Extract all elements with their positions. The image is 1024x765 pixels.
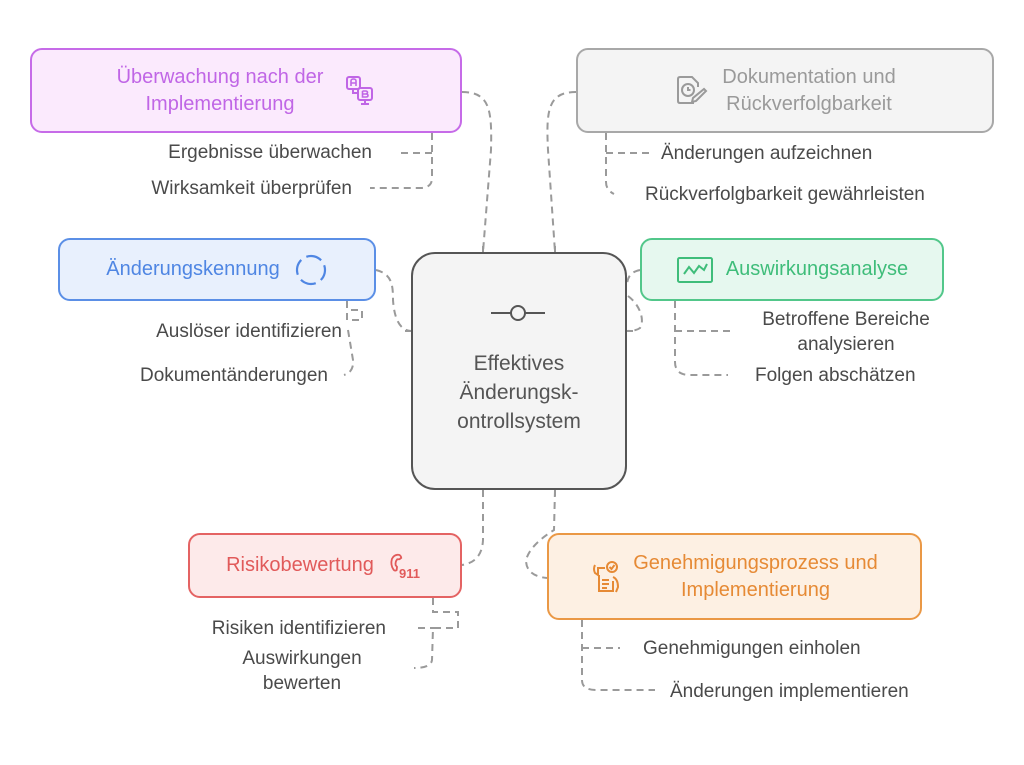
node-approval-implementation[interactable]: Genehmigungsprozess und Implementierung: [547, 533, 922, 620]
node-title: Auswirkungsanalyse: [725, 258, 909, 280]
document-clock-edit-icon: [674, 73, 708, 109]
connector-gray-center: [546, 91, 577, 253]
leaf-item: Genehmigungen einholen: [643, 638, 861, 659]
line-chart-icon: [676, 256, 714, 284]
connector-gray-leaves: [605, 133, 615, 195]
leaf-item: Betroffene Bereiche analysieren: [762, 309, 930, 355]
leaf-item: Ergebnisse überwachen: [168, 142, 372, 163]
leaf-item: Auslöser identifizieren: [156, 321, 342, 342]
node-title: Dokumentation und Rückverfolgbarkeit: [722, 65, 896, 115]
central-title: Effektives Änderungsk- ontrollsystem: [457, 351, 581, 433]
connector-orange-leaves: [581, 620, 655, 691]
connector-center-orange: [524, 489, 556, 579]
leaf-item: Dokumentänderungen: [139, 365, 328, 386]
central-node[interactable]: Effektives Änderungsk- ontrollsystem: [411, 252, 627, 490]
leaf-item: Änderungen aufzeichnen: [661, 143, 873, 164]
node-title: Risikobewertung: [226, 554, 374, 576]
connector-purple-center: [461, 91, 493, 253]
connector-blue-leaves: [343, 301, 363, 376]
ab-test-monitor-icon: [345, 75, 375, 107]
leaf-item: Auswirkungen bewerten: [242, 648, 362, 694]
connector-blue-center: [375, 269, 412, 332]
connector-green-center: [626, 269, 643, 332]
connector-center-red: [461, 490, 484, 566]
node-risk-assessment[interactable]: Risikobewertung 911: [188, 533, 462, 598]
node-title: Änderungskennung: [106, 258, 280, 280]
leaf-item: Änderungen implementieren: [670, 681, 909, 702]
node-post-implementation-monitoring[interactable]: Überwachung nach der Implementierung: [30, 48, 462, 133]
emergency-phone-911-icon: 911: [388, 551, 424, 581]
dashed-circle-icon: [294, 253, 328, 287]
connector-purple-leaves: [370, 133, 433, 189]
approval-checklist-icon: [591, 559, 621, 595]
node-line-icon: [489, 303, 549, 323]
leaf-item: Rückverfolgbarkeit gewährleisten: [645, 184, 925, 205]
connector-green-leaves: [674, 301, 728, 376]
node-change-identification[interactable]: Änderungskennung: [58, 238, 376, 301]
svg-text:911: 911: [399, 566, 420, 581]
node-title: Genehmigungsprozess und Implementierung: [633, 551, 878, 601]
leaf-item: Wirksamkeit überprüfen: [151, 178, 352, 199]
node-title: Überwachung nach der Implementierung: [116, 65, 324, 115]
leaf-item: Risiken identifizieren: [211, 618, 386, 639]
connector-red-leaves: [413, 598, 459, 669]
node-documentation-traceability[interactable]: Dokumentation und Rückverfolgbarkeit: [576, 48, 994, 133]
leaf-item: Folgen abschätzen: [755, 365, 916, 386]
node-impact-analysis[interactable]: Auswirkungsanalyse: [640, 238, 944, 301]
